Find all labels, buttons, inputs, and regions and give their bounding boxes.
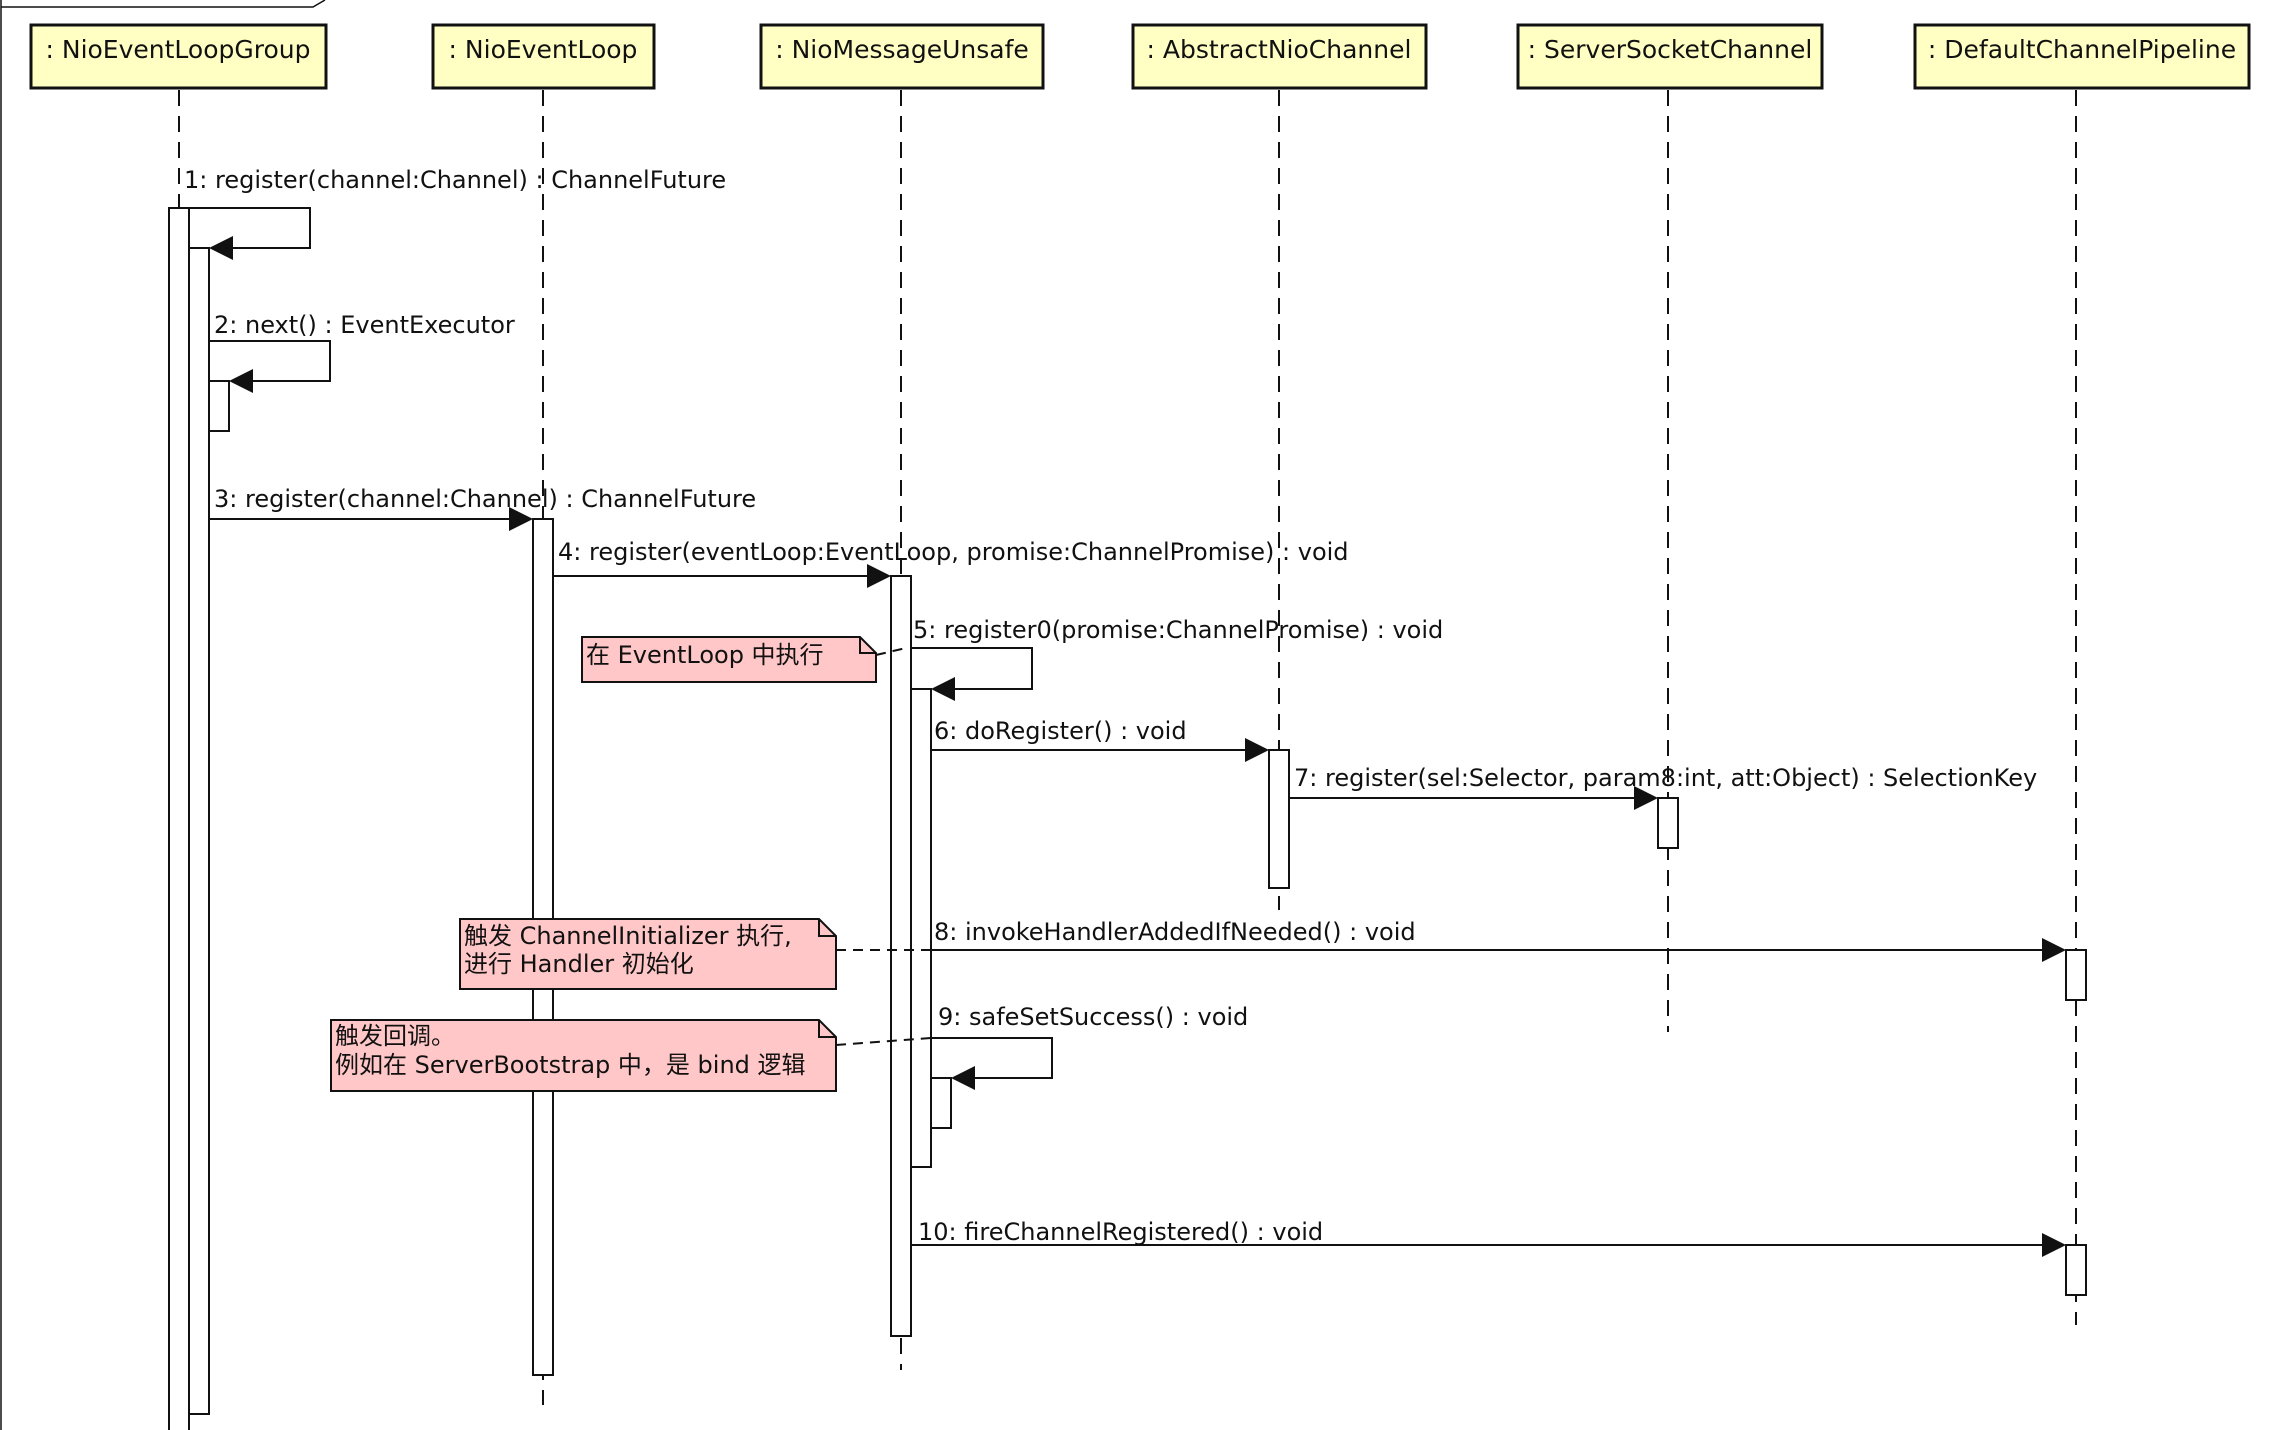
activation-group-next bbox=[208, 380, 230, 432]
message-8-label: 8: invokeHandlerAddedIfNeeded() : void bbox=[934, 918, 1416, 946]
activation-group-register bbox=[188, 247, 210, 1415]
activation-unsafe-safe-set-success bbox=[930, 1077, 952, 1129]
participant-nio-event-loop: : NioEventLoop bbox=[431, 23, 656, 90]
participant-label: : ServerSocketChannel bbox=[1528, 35, 1813, 64]
activation-unsafe-register bbox=[890, 575, 912, 1337]
arrowhead-6 bbox=[1245, 738, 1269, 762]
arrowhead-1 bbox=[209, 236, 233, 260]
arrowhead-9 bbox=[951, 1066, 975, 1090]
message-2-label: 2: next() : EventExecutor bbox=[214, 311, 515, 339]
participant-label: : AbstractNioChannel bbox=[1147, 35, 1412, 64]
arrowhead-3 bbox=[509, 507, 533, 531]
diagram-frame bbox=[0, 0, 326, 1430]
note-connectors bbox=[835, 647, 932, 1046]
message-1-label: 1: register(channel:Channel) : ChannelFu… bbox=[184, 166, 726, 194]
message-2-line bbox=[209, 340, 331, 382]
participant-label: : DefaultChannelPipeline bbox=[1928, 35, 2236, 64]
message-4-label: 4: register(eventLoop:EventLoop, promise… bbox=[558, 538, 1349, 566]
activation-pipeline-fire-registered bbox=[2065, 1244, 2087, 1296]
activation-channel-do-register bbox=[1268, 749, 1290, 889]
note-line: 例如在 ServerBootstrap 中，是 bind 逻辑 bbox=[335, 1051, 806, 1079]
participant-server-socket-channel: : ServerSocketChannel bbox=[1516, 23, 1824, 90]
message-5-label: 5: register0(promise:ChannelPromise) : v… bbox=[913, 616, 1443, 644]
message-lines bbox=[189, 207, 2046, 1246]
message-1-line bbox=[189, 207, 311, 249]
activation-unsafe-register0 bbox=[910, 688, 932, 1168]
message-5-line bbox=[911, 647, 1033, 690]
message-10-label: 10: fireChannelRegistered() : void bbox=[918, 1218, 1323, 1246]
participant-label: : NioEventLoopGroup bbox=[46, 35, 311, 64]
note-line: 进行 Handler 初始化 bbox=[464, 950, 694, 978]
activation-group-outer bbox=[168, 207, 190, 1430]
message-7-label: 7: register(sel:Selector, param8:int, at… bbox=[1294, 764, 2037, 792]
note-line: 触发 ChannelInitializer 执行, bbox=[464, 922, 792, 950]
arrowhead-2 bbox=[229, 369, 253, 393]
note-channel-initializer: 触发 ChannelInitializer 执行, 进行 Handler 初始化 bbox=[459, 918, 837, 990]
activation-server-socket-register bbox=[1657, 797, 1679, 849]
participant-label: : NioEventLoop bbox=[449, 35, 638, 64]
arrowhead-10 bbox=[2042, 1233, 2066, 1257]
participant-nio-message-unsafe: : NioMessageUnsafe bbox=[759, 23, 1045, 90]
arrowhead-4 bbox=[867, 564, 891, 588]
activations bbox=[168, 207, 2087, 1430]
activation-pipeline-handler-added bbox=[2065, 949, 2087, 1001]
message-3-label: 3: register(channel:Channel) : ChannelFu… bbox=[214, 485, 756, 513]
message-9-line bbox=[931, 1037, 1053, 1079]
message-6-label: 6: doRegister() : void bbox=[934, 717, 1187, 745]
note-line: 触发回调。 bbox=[335, 1022, 455, 1050]
arrowhead-5 bbox=[931, 677, 955, 701]
message-9-label: 9: safeSetSuccess() : void bbox=[938, 1003, 1248, 1031]
note-trigger-callback: 触发回调。 例如在 ServerBootstrap 中，是 bind 逻辑 bbox=[330, 1019, 837, 1092]
arrowheads bbox=[209, 236, 2066, 1257]
participant-abstract-nio-channel: : AbstractNioChannel bbox=[1131, 23, 1428, 90]
note-line: 在 EventLoop 中执行 bbox=[586, 641, 824, 669]
note-1-connector bbox=[875, 647, 907, 656]
arrowhead-7 bbox=[1634, 786, 1658, 810]
note-run-in-event-loop: 在 EventLoop 中执行 bbox=[581, 636, 877, 683]
arrowhead-8 bbox=[2042, 938, 2066, 962]
message-labels: 1: register(channel:Channel) : ChannelFu… bbox=[184, 166, 2037, 1246]
participant-default-channel-pipeline: : DefaultChannelPipeline bbox=[1913, 23, 2251, 90]
participant-nio-event-loop-group: : NioEventLoopGroup bbox=[29, 23, 328, 90]
participant-label: : NioMessageUnsafe bbox=[775, 35, 1029, 64]
